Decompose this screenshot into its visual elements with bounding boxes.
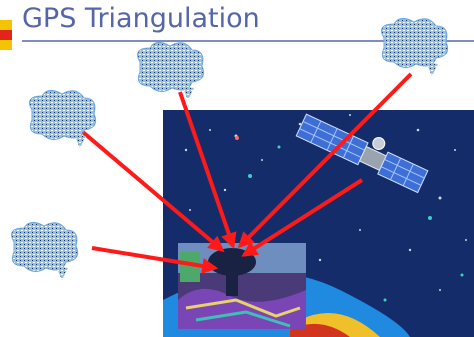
gps-satellite-cloud-icon [137, 42, 205, 100]
signal-arrow-from-bottom-left-cloud [91, 246, 219, 274]
gps-satellite-cloud-icon [29, 90, 97, 148]
gps-satellite-cloud-icon [381, 18, 449, 76]
ground-receiver-icon [178, 243, 306, 329]
gps-satellite-cloud-icon [11, 222, 79, 280]
signal-arrow-from-orbiting-satellite [241, 178, 364, 257]
signal-arrow-from-upper-right-cloud [237, 72, 413, 249]
satellite-icon [295, 113, 429, 194]
slide-corner-ornament [0, 20, 12, 50]
title-underline [22, 40, 474, 42]
slide-title: GPS Triangulation [22, 3, 260, 34]
signal-arrows [76, 72, 413, 274]
signal-arrow-from-left-cloud [76, 126, 225, 253]
signal-arrow-from-top-cloud [178, 91, 237, 250]
